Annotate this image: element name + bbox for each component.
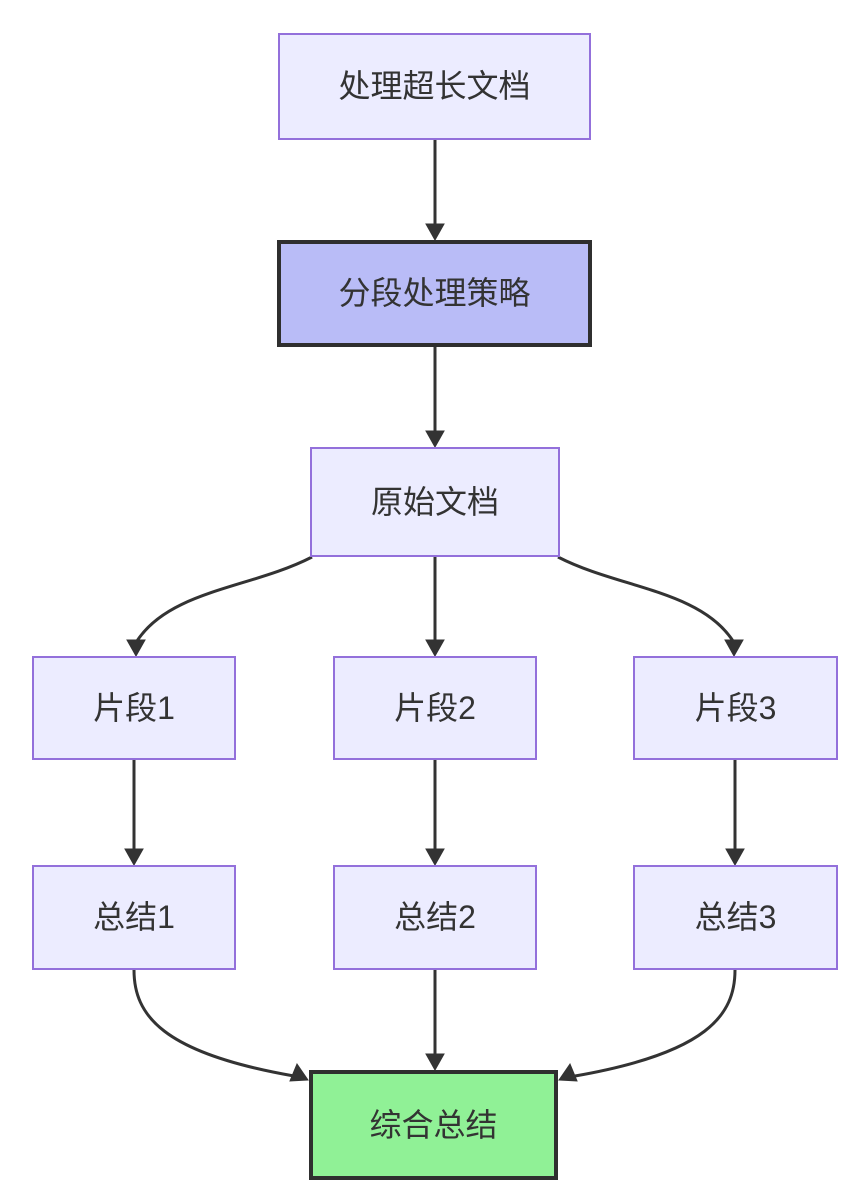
edge-seg3-sum3 <box>725 760 745 867</box>
node-original-document: 原始文档 <box>310 447 560 557</box>
node-final-summary-label: 综合总结 <box>369 1106 498 1143</box>
node-original-document-label: 原始文档 <box>370 483 499 520</box>
node-strategy-label: 分段处理策略 <box>338 275 531 312</box>
node-summary-2: 总结2 <box>333 865 537 970</box>
edge-seg1-sum1 <box>124 760 144 867</box>
node-summary-3: 总结3 <box>633 865 838 970</box>
edge-start-strategy <box>425 140 445 242</box>
edge-sum1-final <box>132 969 309 1082</box>
node-summary-2-label: 总结2 <box>394 899 476 936</box>
node-summary-1: 总结1 <box>32 865 236 970</box>
edge-doc-seg2 <box>425 557 445 658</box>
node-segment-2: 片段2 <box>333 656 537 760</box>
node-strategy: 分段处理策略 <box>277 240 592 347</box>
node-segment-3-label: 片段3 <box>694 689 777 726</box>
edge-seg2-sum2 <box>425 760 445 867</box>
node-segment-2-label: 片段2 <box>394 689 476 726</box>
edge-strategy-doc <box>425 347 445 449</box>
node-start-label: 处理超长文档 <box>338 68 531 105</box>
node-segment-1-label: 片段1 <box>93 689 175 726</box>
node-final-summary: 综合总结 <box>309 1070 558 1180</box>
edge-doc-seg1 <box>126 555 313 658</box>
node-summary-3-label: 总结3 <box>694 899 777 936</box>
node-start: 处理超长文档 <box>278 33 591 140</box>
edge-sum2-final <box>425 970 445 1072</box>
node-segment-1: 片段1 <box>32 656 236 760</box>
edge-doc-seg3 <box>557 555 744 658</box>
edge-sum3-final <box>558 969 737 1082</box>
node-summary-1-label: 总结1 <box>93 899 175 936</box>
node-segment-3: 片段3 <box>633 656 838 760</box>
